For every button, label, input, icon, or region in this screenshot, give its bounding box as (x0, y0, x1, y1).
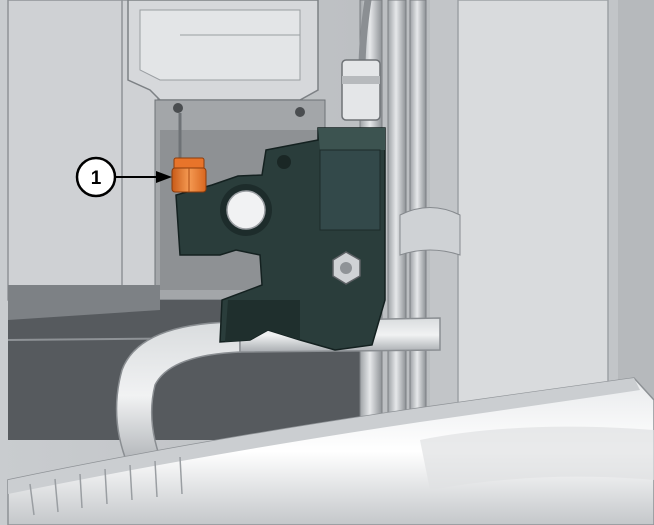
right-strip (618, 0, 654, 420)
orange-nut (171, 157, 207, 193)
lower-tray-top (8, 285, 160, 320)
right-panel-inner (457, 0, 609, 411)
upper-block-face (139, 9, 301, 81)
terminal-hole (226, 190, 266, 230)
connector (341, 59, 381, 121)
callout-circle (75, 156, 117, 198)
hole-right (295, 107, 305, 117)
cross-tube (399, 207, 461, 256)
cover-lip (8, 378, 640, 494)
hole-left (173, 103, 183, 113)
callout-arrowhead (156, 171, 172, 183)
bracket-lower-arm (225, 300, 300, 342)
cover-ribs (29, 456, 183, 516)
connector-band (342, 76, 380, 84)
callout-1: 1 (75, 156, 172, 198)
bracket-facet-top (318, 128, 385, 150)
hex-bolt-center (340, 262, 352, 274)
callout-number: 1 (91, 168, 102, 189)
bracket-facet-side (319, 149, 381, 231)
cover-shadow (420, 426, 654, 490)
bracket-mount-hole (277, 155, 291, 169)
